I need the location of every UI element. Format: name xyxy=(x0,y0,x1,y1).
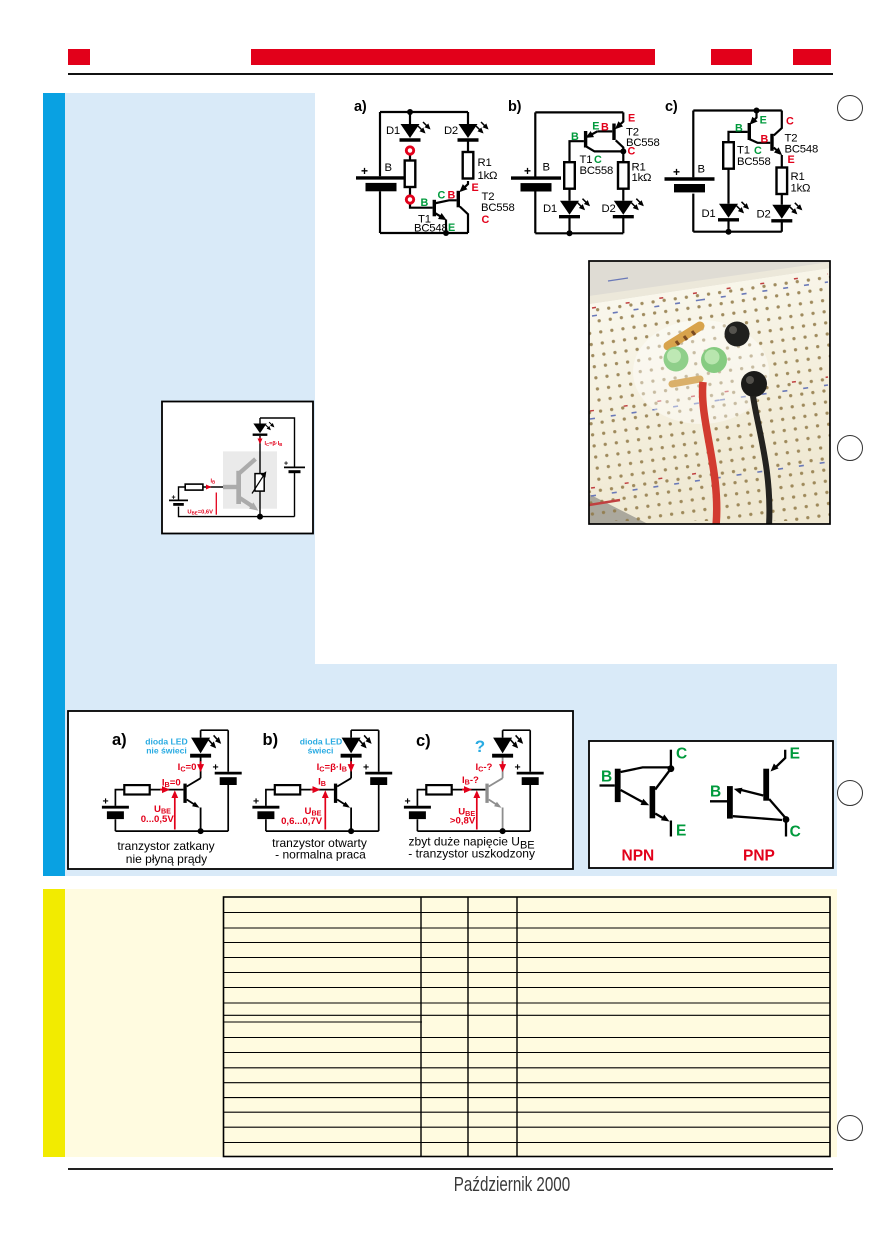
svg-text:E: E xyxy=(472,182,479,194)
svg-text:BC558: BC558 xyxy=(580,165,614,177)
svg-text:D2: D2 xyxy=(757,209,771,221)
svg-text:B: B xyxy=(761,134,769,146)
svg-text:+: + xyxy=(673,165,680,179)
svg-text:C: C xyxy=(594,154,602,166)
svg-text:nie płyną prądy: nie płyną prądy xyxy=(126,852,207,866)
svg-text:E: E xyxy=(790,746,800,763)
svg-text:b): b) xyxy=(263,731,279,749)
svg-text:BC548: BC548 xyxy=(414,223,448,235)
svg-text:IB-?: IB-? xyxy=(462,775,479,787)
svg-text:BC548: BC548 xyxy=(785,144,819,156)
svg-text:1kΩ: 1kΩ xyxy=(632,172,652,184)
svg-text:c): c) xyxy=(416,732,431,750)
svg-text:UBE=0,6V: UBE=0,6V xyxy=(187,510,213,516)
svg-text:0,6...0,7V: 0,6...0,7V xyxy=(281,816,323,827)
svg-text:+: + xyxy=(284,461,288,468)
svg-text:a): a) xyxy=(112,731,127,749)
svg-text:B: B xyxy=(710,783,721,800)
svg-text:R1: R1 xyxy=(791,171,805,183)
svg-text:B: B xyxy=(601,769,612,786)
svg-text:BC558: BC558 xyxy=(626,137,660,149)
svg-text:T1: T1 xyxy=(580,154,593,166)
svg-text:B: B xyxy=(698,164,705,176)
svg-text:IC-?: IC-? xyxy=(475,762,492,774)
svg-text:1kΩ: 1kΩ xyxy=(791,183,811,195)
svg-text:C: C xyxy=(754,145,762,157)
svg-text:IC=β·IB: IC=β·IB xyxy=(265,441,283,447)
svg-text:C: C xyxy=(790,824,801,841)
svg-text:+: + xyxy=(524,164,531,178)
svg-text:B: B xyxy=(385,162,392,174)
svg-text:D1: D1 xyxy=(543,203,557,215)
svg-text:0...0,5V: 0...0,5V xyxy=(141,814,175,825)
svg-text:C: C xyxy=(438,190,446,202)
svg-text:T1: T1 xyxy=(418,214,431,226)
svg-text:T2: T2 xyxy=(626,127,639,139)
svg-text:IC=0: IC=0 xyxy=(178,762,197,774)
svg-text:PNP: PNP xyxy=(743,848,775,865)
svg-text:?: ? xyxy=(475,737,485,756)
svg-text:E: E xyxy=(760,115,767,127)
svg-text:R1: R1 xyxy=(632,162,646,174)
svg-text:UBE: UBE xyxy=(154,804,171,816)
svg-text:C: C xyxy=(628,146,636,158)
svg-text:NPN: NPN xyxy=(622,848,655,865)
svg-text:E: E xyxy=(448,222,455,234)
svg-text:B: B xyxy=(421,197,429,209)
svg-text:+: + xyxy=(361,164,368,178)
svg-text:T2: T2 xyxy=(482,191,495,203)
svg-text:a): a) xyxy=(354,99,367,115)
svg-text:B: B xyxy=(571,131,579,143)
svg-text:- tranzystor uszkodzony: - tranzystor uszkodzony xyxy=(408,847,535,861)
svg-text:nie świeci: nie świeci xyxy=(146,745,187,755)
svg-text:E: E xyxy=(676,823,686,840)
svg-text:UBE: UBE xyxy=(305,806,322,818)
svg-text:tranzystor otwarty: tranzystor otwarty xyxy=(272,836,367,850)
svg-text:+: + xyxy=(172,495,176,502)
svg-text:IB: IB xyxy=(211,479,216,485)
svg-text:dioda LED: dioda LED xyxy=(145,736,188,746)
svg-text:E: E xyxy=(628,113,635,125)
svg-text:BC558: BC558 xyxy=(481,202,515,214)
svg-text:IB: IB xyxy=(318,776,326,788)
svg-text:UBE: UBE xyxy=(458,806,475,818)
svg-text:zbyt duże napięcie UBE: zbyt duże napięcie UBE xyxy=(409,835,535,852)
svg-text:BC558: BC558 xyxy=(737,156,771,168)
svg-text:1kΩ: 1kΩ xyxy=(478,170,498,182)
svg-text:E: E xyxy=(788,154,795,166)
svg-text:IB=0: IB=0 xyxy=(162,777,181,789)
svg-text:c): c) xyxy=(665,99,678,115)
svg-text:D2: D2 xyxy=(444,125,458,137)
svg-text:T1: T1 xyxy=(737,145,750,157)
svg-text:D1: D1 xyxy=(701,208,715,220)
svg-text:E: E xyxy=(592,121,599,133)
svg-text:IC=β·IB: IC=β·IB xyxy=(317,762,347,774)
svg-text:dioda LED: dioda LED xyxy=(300,736,343,746)
svg-text:D1: D1 xyxy=(386,125,400,137)
svg-text:- normalna praca: - normalna praca xyxy=(275,848,366,862)
svg-text:C: C xyxy=(676,746,687,763)
svg-text:b): b) xyxy=(508,99,522,115)
svg-text:świeci: świeci xyxy=(308,745,334,755)
svg-text:C: C xyxy=(482,214,490,226)
svg-text:T2: T2 xyxy=(785,133,798,145)
svg-text:R1: R1 xyxy=(478,157,492,169)
svg-text:B: B xyxy=(735,123,743,135)
svg-text:B: B xyxy=(601,122,609,134)
svg-text:tranzystor zatkany: tranzystor zatkany xyxy=(117,839,214,853)
svg-text:B: B xyxy=(448,190,456,202)
svg-text:D2: D2 xyxy=(602,203,616,215)
svg-text:>0,8V: >0,8V xyxy=(450,815,476,826)
svg-text:C: C xyxy=(786,116,794,128)
svg-text:B: B xyxy=(543,162,550,174)
